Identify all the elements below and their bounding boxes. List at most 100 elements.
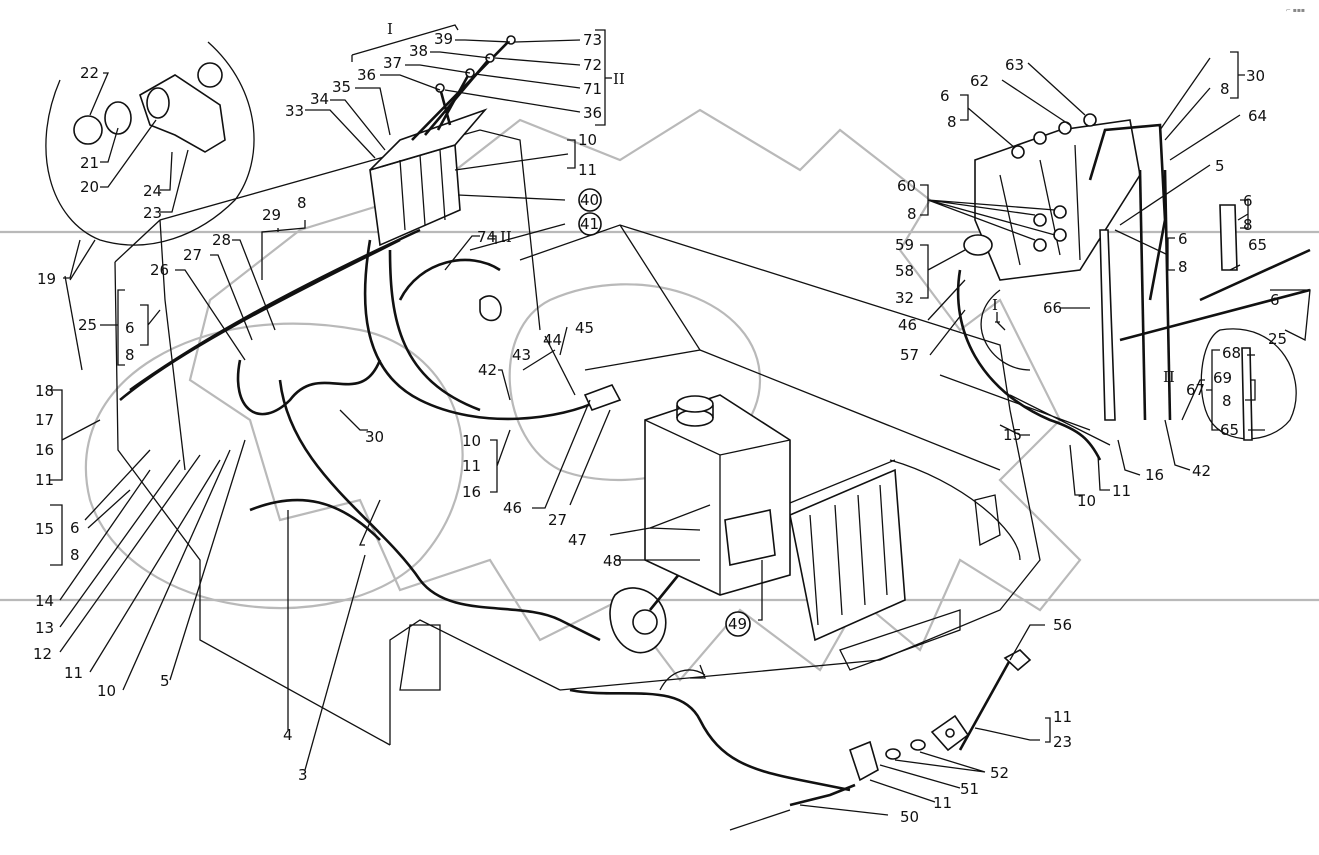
callout-13: 13 — [35, 619, 54, 637]
callout-8-d: 8 — [947, 113, 957, 131]
callout-16-c: 16 — [1145, 466, 1164, 484]
callout-6-c: 6 — [940, 87, 950, 105]
callout-43: 43 — [512, 346, 531, 364]
callout-66: 66 — [1043, 299, 1062, 317]
callout-21: 21 — [80, 154, 99, 172]
callout-11-g: 11 — [1112, 482, 1131, 500]
callout-33: 33 — [285, 102, 304, 120]
callout-27-b: 27 — [548, 511, 567, 529]
callout-38: 38 — [409, 42, 428, 60]
callout-25-b: 25 — [1268, 330, 1287, 348]
callout-74: 74 — [477, 228, 496, 246]
callout-68: 68 — [1222, 344, 1241, 362]
callout-17: 17 — [35, 411, 54, 429]
callout-6-f: 6 — [1270, 291, 1280, 309]
callout-71: 71 — [583, 80, 602, 98]
callout-58: 58 — [895, 262, 914, 280]
callout-11: 11 — [578, 161, 597, 179]
callout-44: 44 — [543, 331, 562, 349]
callout-48: 48 — [603, 552, 622, 570]
callout-29: 29 — [262, 206, 281, 224]
callout-8-g: 8 — [1178, 258, 1188, 276]
callout-73: 73 — [583, 31, 602, 49]
callout-23: 23 — [143, 204, 162, 222]
truck-body — [114, 129, 1041, 746]
callout-11-e: 11 — [1053, 708, 1072, 726]
callout-40-circle — [578, 188, 602, 212]
callout-39: 39 — [434, 30, 453, 48]
callout-10-d: 10 — [1077, 492, 1096, 510]
callout-19: 19 — [37, 270, 56, 288]
callout-6-e: 6 — [1243, 192, 1253, 210]
callout-50: 50 — [900, 808, 919, 826]
callout-8-i: 8 — [1222, 392, 1232, 410]
callout-12: 12 — [33, 645, 52, 663]
callout-67: 67 — [1186, 381, 1205, 399]
callout-56: 56 — [1053, 616, 1072, 634]
callout-49-circle — [725, 611, 751, 637]
callout-41-circle — [578, 212, 602, 236]
callout-group-I: I — [387, 20, 393, 38]
callout-5-b: 5 — [1215, 157, 1225, 175]
callout-group-II: II — [613, 70, 625, 88]
callout-35: 35 — [332, 78, 351, 96]
callout-6-d: 6 — [1178, 230, 1188, 248]
callout-10-c: 10 — [462, 432, 481, 450]
callout-group-II-right: II — [1163, 368, 1175, 386]
detail-circle-pivot — [45, 41, 255, 281]
callout-11-c: 11 — [64, 664, 83, 682]
callout-30: 30 — [365, 428, 384, 446]
corner-mark: ⌐ ▪▪▪ — [1285, 7, 1305, 14]
callout-49: 49 — [728, 615, 747, 633]
callout-26: 26 — [150, 261, 169, 279]
callout-34: 34 — [310, 90, 329, 108]
callout-8-f: 8 — [907, 205, 917, 223]
callout-42-b: 42 — [1192, 462, 1211, 480]
callout-30-b: 30 — [1246, 67, 1265, 85]
callout-6: 6 — [125, 319, 135, 337]
callout-59: 59 — [895, 236, 914, 254]
callout-28: 28 — [212, 231, 231, 249]
callout-8: 8 — [297, 194, 307, 212]
hydraulic-tank — [644, 394, 791, 596]
callout-group-I-right: I — [992, 296, 998, 314]
callout-41: 41 — [580, 215, 599, 233]
callout-37: 37 — [383, 54, 402, 72]
callout-46-b: 46 — [898, 316, 917, 334]
callout-10-b: 10 — [97, 682, 116, 700]
callout-8-h: 8 — [1243, 216, 1253, 234]
pedal-linkage — [729, 649, 1032, 831]
callout-46: 46 — [503, 499, 522, 517]
callout-40: 40 — [580, 191, 599, 209]
callout-57: 57 — [900, 346, 919, 364]
callout-15-b: 15 — [1003, 426, 1022, 444]
hoses — [119, 228, 1012, 792]
callout-32: 32 — [895, 289, 914, 307]
callout-6-b: 6 — [70, 519, 80, 537]
callout-69: 69 — [1213, 369, 1232, 387]
callout-8-b: 8 — [125, 346, 135, 364]
callout-4: 4 — [283, 726, 293, 744]
callout-27: 27 — [183, 246, 202, 264]
callout-65: 65 — [1248, 236, 1267, 254]
callout-15: 15 — [35, 520, 54, 538]
callout-62: 62 — [970, 72, 989, 90]
callout-74-II: II — [500, 228, 512, 246]
callout-10: 10 — [578, 131, 597, 149]
callout-45: 45 — [575, 319, 594, 337]
callout-8-c: 8 — [70, 546, 80, 564]
callout-47: 47 — [568, 531, 587, 549]
callout-11-f: 11 — [933, 794, 952, 812]
callout-72: 72 — [583, 56, 602, 74]
callout-36: 36 — [357, 66, 376, 84]
callout-63: 63 — [1005, 56, 1024, 74]
valve-block-right — [939, 113, 1311, 461]
callout-3: 3 — [298, 766, 308, 784]
callout-52: 52 — [990, 764, 1009, 782]
callout-25: 25 — [78, 316, 97, 334]
callout-16: 16 — [35, 441, 54, 459]
callout-22: 22 — [80, 64, 99, 82]
callout-23-b: 23 — [1053, 733, 1072, 751]
callout-8-e: 8 — [1220, 80, 1230, 98]
